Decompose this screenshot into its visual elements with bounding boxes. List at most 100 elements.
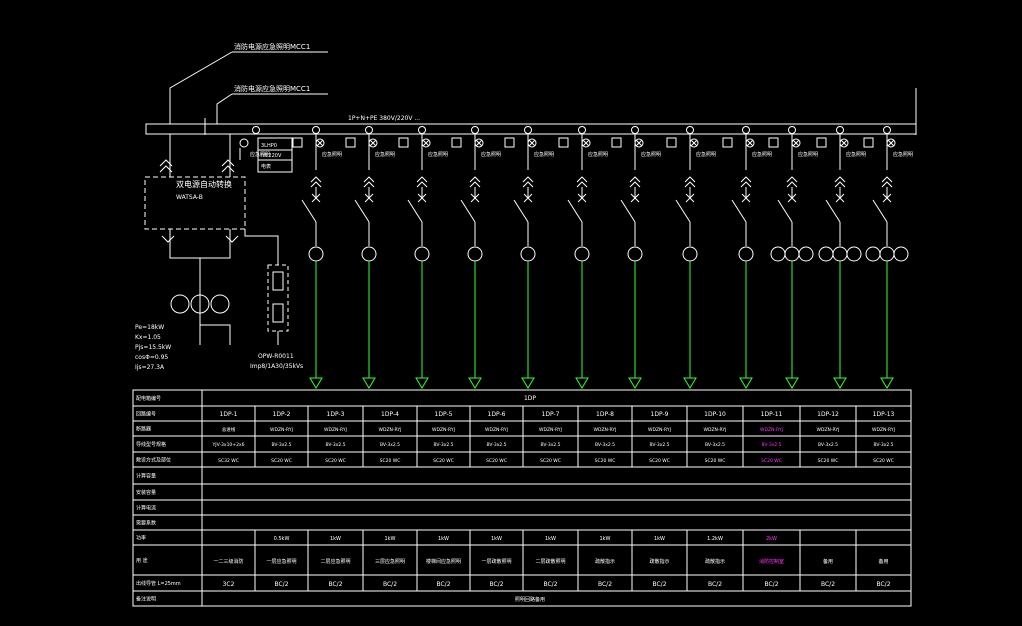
table-cell-breaker: WDZN-RYJ — [324, 427, 347, 433]
load-pjs: Pjs=15.5kW — [135, 344, 171, 351]
branch-lamp-cross-b — [840, 139, 848, 147]
table-cell-power: 1kW — [384, 536, 395, 542]
branch-chevron-upper — [786, 176, 798, 183]
branch-chevron-lower — [469, 181, 481, 188]
branch-lamp-icon — [791, 138, 801, 148]
busbar-label: 1P+N+PE 380V/220V ... — [348, 115, 420, 122]
table-cell-breaker: WDZN-RYJ — [704, 427, 727, 433]
table-cell-use: 一二三级消防 — [213, 558, 243, 565]
load-kx: Kx=1.05 — [135, 334, 161, 341]
table-cell-pipe: BC/2 — [598, 581, 612, 588]
branch-10 — [722, 126, 755, 389]
table-cell-pipe: BC/2 — [708, 581, 722, 588]
branch-breaker-blade — [460, 199, 476, 223]
branch-lamp-cross-b — [422, 139, 430, 147]
branch-rcd-circle — [361, 246, 377, 262]
incoming-label-1: 消防电源应急照明MCC1 — [234, 42, 310, 51]
table-cell-id: 1DP-13 — [873, 411, 895, 418]
branch-id-box — [504, 137, 515, 148]
bus-tap-dot — [524, 126, 532, 134]
branch-rcd-circle — [520, 246, 536, 262]
table-cell-breaker: WDZN-RYJ — [817, 427, 840, 433]
branch-chevron-upper — [684, 176, 696, 183]
branch-breaker-blade — [513, 199, 529, 223]
meter-box — [257, 137, 293, 173]
bus-tap-dot — [742, 126, 750, 134]
branch-load-arrow — [415, 377, 429, 389]
branch-lamp-cross-b — [690, 139, 698, 147]
table-row-header: 备注说明 — [136, 596, 156, 603]
branch-rcd-circle — [627, 246, 643, 262]
branch-rcd-circle — [682, 246, 698, 262]
branch-rcd-circle — [467, 246, 483, 262]
bus-tap-dot — [686, 126, 694, 134]
branch-breaker-blade — [567, 199, 583, 223]
table-cell-breaker: WDZN-RYJ — [539, 427, 562, 433]
load-pe: Pe=18kW — [135, 324, 164, 331]
table-cell-pipe: 3C2 — [223, 581, 235, 588]
meter-box-line-2: IW.220V — [261, 153, 282, 159]
branch-label: 应急照明 — [375, 151, 395, 158]
branch-11 — [768, 126, 814, 389]
bus-tap-dot — [578, 126, 586, 134]
table-cell-power: 0.5kW — [274, 536, 290, 542]
ats-chevron-3 — [221, 159, 235, 167]
branch-5 — [451, 126, 484, 389]
branch-id-box — [816, 137, 827, 148]
table-cell-id: 1DP-11 — [761, 411, 783, 418]
incoming-label-2: 消防电源应急照明MCC1 — [234, 84, 310, 93]
spd-element-1 — [272, 271, 284, 291]
table-cell-pipe: BC/2 — [383, 581, 397, 588]
branch-chevron-upper — [834, 176, 846, 183]
branch-rcd-circle — [308, 246, 324, 262]
table-cell-power: 1kW — [599, 536, 610, 542]
table-cell-use: 疏散指示 — [705, 558, 725, 565]
branch-lamp-cross-b — [528, 139, 536, 147]
branch-load-arrow — [628, 377, 642, 389]
main-lamp-icon — [239, 138, 249, 148]
ats-chevron-2 — [159, 165, 173, 173]
branch-rcd-circle — [832, 246, 848, 262]
branch-4 — [398, 126, 431, 389]
main-bus-tap-dot — [252, 126, 260, 134]
branch-label: 应急照明 — [893, 151, 913, 158]
branch-lamp-icon — [315, 138, 325, 148]
table-cell-install: SC20 WC — [649, 458, 670, 464]
branch-chevron-lower — [834, 181, 846, 188]
table-cell-cable: BV-3x2.5 — [380, 442, 400, 448]
branch-lamp-cross-b — [369, 139, 377, 147]
branch-rcd-circle — [414, 246, 430, 262]
table-cell-pipe: BC/2 — [821, 581, 835, 588]
ats-chevron-1 — [159, 159, 173, 167]
branch-lamp-cross-b — [887, 139, 895, 147]
branch-rcd-circle — [865, 246, 881, 262]
table-row-header: 配电箱编号 — [136, 395, 161, 402]
bus-tap-dot — [418, 126, 426, 134]
branch-load-arrow — [521, 377, 535, 389]
branch-rcd-circle — [893, 246, 909, 262]
branch-chevron-upper — [740, 176, 752, 183]
ats-box — [144, 176, 246, 230]
table-cell-cable: BV-3x2.5 — [595, 442, 615, 448]
branch-breaker-blade — [620, 199, 636, 223]
branch-id-box — [558, 137, 569, 148]
ats-out-line — [169, 229, 231, 259]
branch-id-box — [451, 137, 462, 148]
table-cell-use: 一层应急照明 — [266, 558, 296, 565]
branch-chevron-lower — [416, 181, 428, 188]
table-cell-power: 1kW — [545, 536, 556, 542]
branch-id-box — [611, 137, 622, 148]
table-cell-use: 三层应急照明 — [375, 558, 405, 565]
table-cell-install: SC32 WC — [218, 458, 239, 464]
branch-chevron-upper — [629, 176, 641, 183]
branch-chevron-lower — [881, 181, 893, 188]
branch-label: 应急照明 — [696, 151, 716, 158]
branch-lamp-cross-b — [475, 139, 483, 147]
ats-label: 双电源自动转换 — [176, 179, 232, 189]
table-cell-cable: BV-3x2.5 — [761, 442, 781, 448]
branch-9 — [666, 126, 699, 389]
branch-lamp-icon — [839, 138, 849, 148]
table-cell-id: 1DP-12 — [817, 411, 839, 418]
branch-breaker-blade — [407, 199, 423, 223]
table-cell-cable: BV-3x2.5 — [325, 442, 345, 448]
